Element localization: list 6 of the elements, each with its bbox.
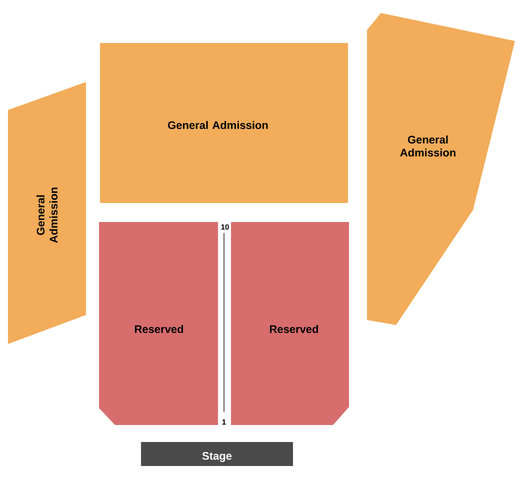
seating-section: General Admission <box>100 43 348 203</box>
seating-section: Reserved <box>231 222 349 425</box>
seating-section: General Admission <box>367 13 515 325</box>
seating-section: Reserved <box>99 222 218 425</box>
seating-section: General Admission <box>8 82 86 344</box>
stage: Stage <box>141 442 293 466</box>
